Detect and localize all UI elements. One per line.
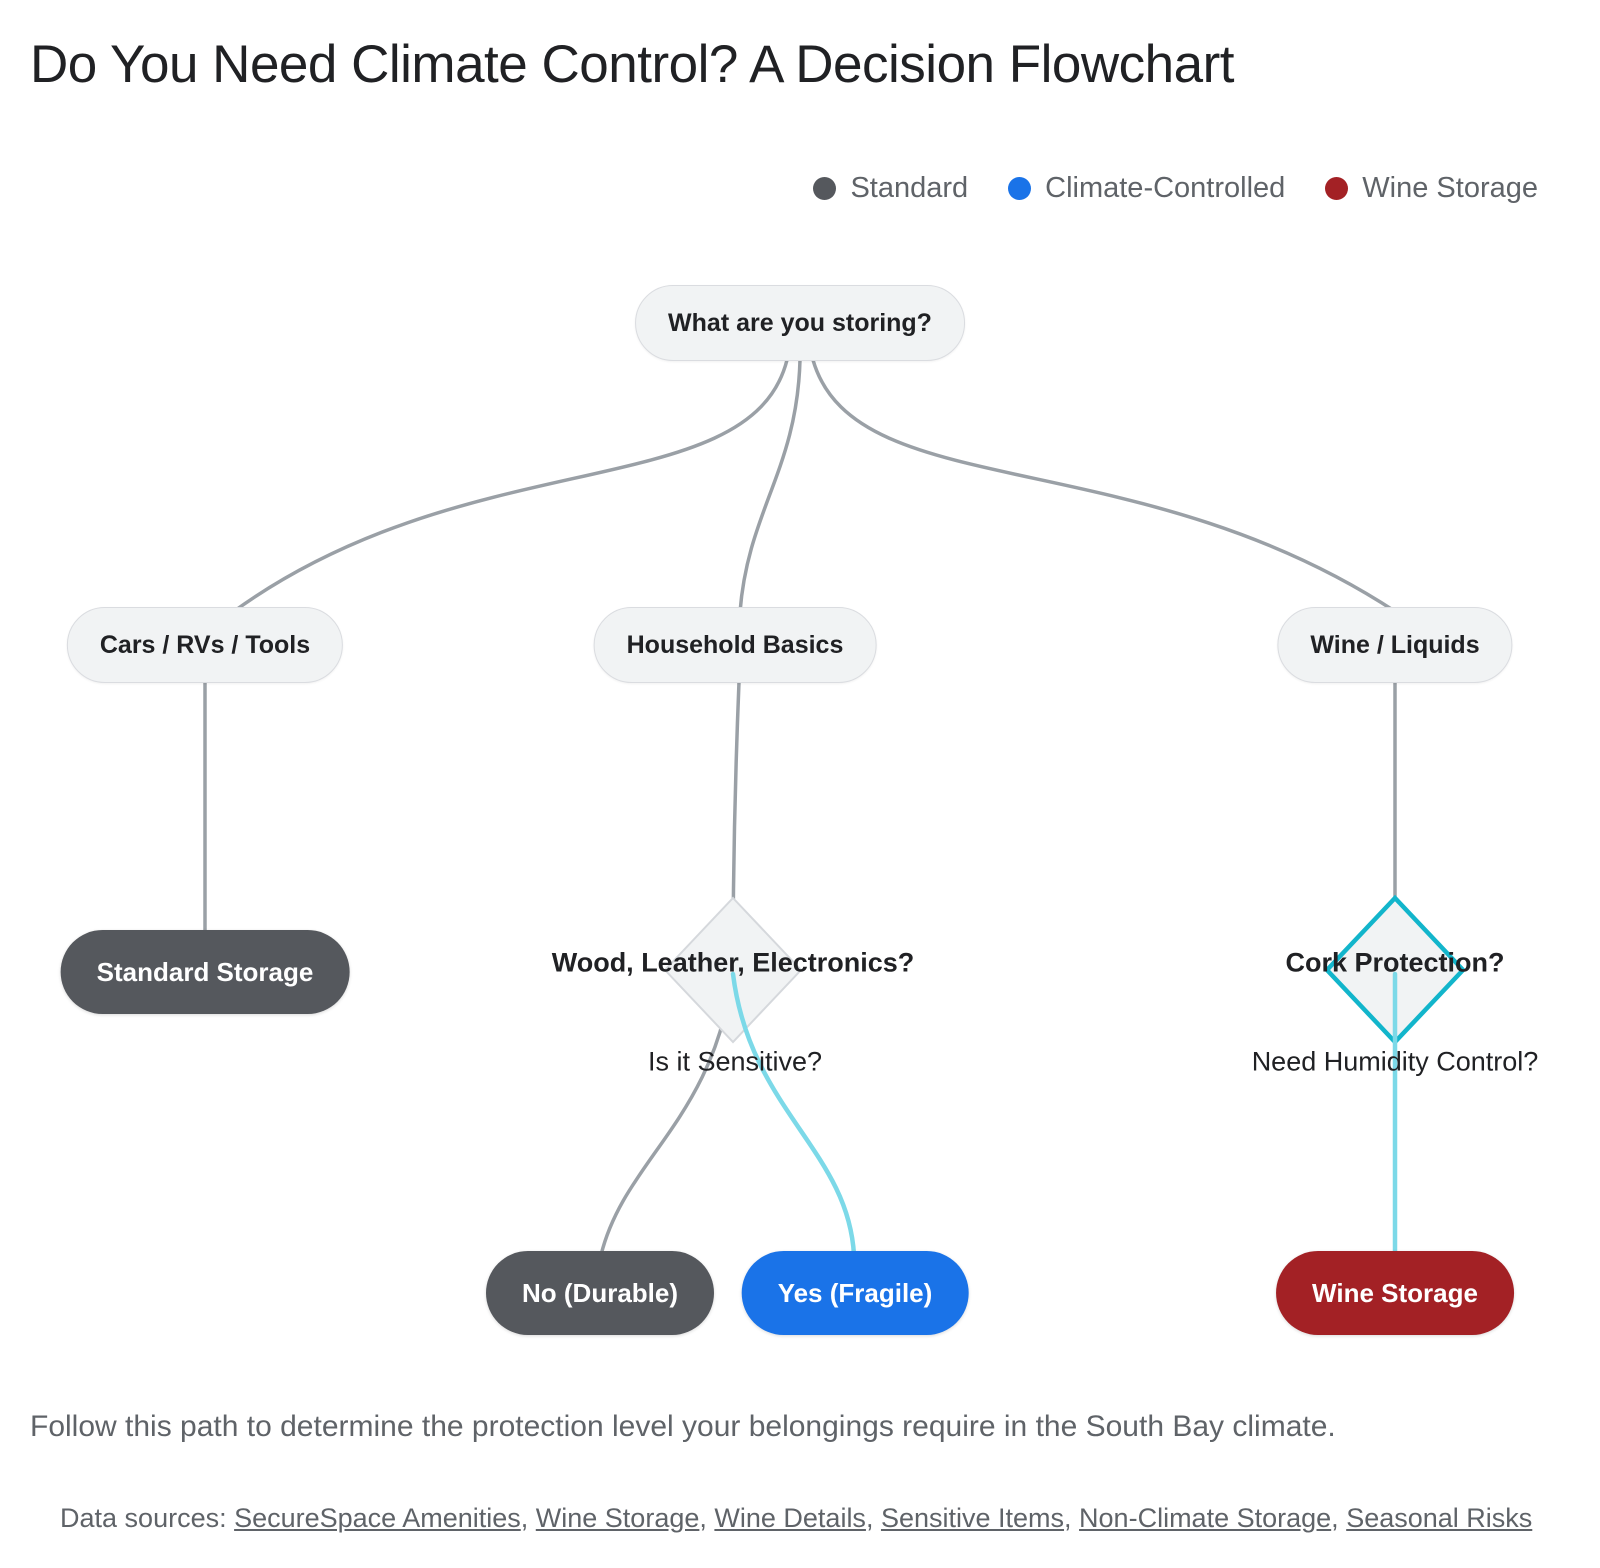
legend-label-wine-storage: Wine Storage (1362, 172, 1538, 204)
legend: Standard Climate-Controlled Wine Storage (813, 172, 1538, 205)
edge-root-to-wine (811, 358, 1398, 614)
source-link-securespace-amenities[interactable]: SecureSpace Amenities (234, 1503, 521, 1533)
source-link-seasonal-risks[interactable]: Seasonal Risks (1346, 1503, 1533, 1533)
source-link-wine-storage[interactable]: Wine Storage (535, 1503, 700, 1533)
node-branch-cars-rvs-tools: Cars / RVs / Tools (66, 607, 344, 683)
decision-question-cork-protection: Cork Protection? (1285, 947, 1505, 978)
legend-label-climate-controlled: Climate-Controlled (1045, 172, 1286, 204)
source-separator: , (1331, 1503, 1347, 1533)
node-root-label: What are you storing? (668, 308, 932, 337)
decision-question-sensitive: Wood, Leather, Electronics? (551, 947, 915, 978)
source-link-sensitive-items[interactable]: Sensitive Items (880, 1503, 1065, 1533)
legend-item-standard: Standard (813, 172, 968, 205)
legend-label-standard: Standard (850, 172, 969, 204)
footer-caption: Follow this path to determine the protec… (30, 1410, 1336, 1443)
source-separator: , (865, 1503, 881, 1533)
legend-item-wine-storage: Wine Storage (1325, 172, 1538, 205)
page-title: Do You Need Climate Control? A Decision … (30, 35, 1234, 94)
node-outcome-standard-storage: Standard Storage (60, 930, 350, 1014)
node-outcome-yes-fragile: Yes (Fragile) (741, 1251, 969, 1335)
legend-item-climate-controlled: Climate-Controlled (1008, 172, 1285, 205)
node-outcome-no-durable: No (Durable) (486, 1251, 714, 1335)
node-branch-household-label: Household Basics (626, 630, 844, 659)
node-outcome-wine-storage: Wine Storage (1276, 1251, 1514, 1335)
legend-dot-wine-storage (1325, 177, 1349, 200)
source-link-non-climate-storage[interactable]: Non-Climate Storage (1079, 1503, 1332, 1533)
node-branch-household-basics: Household Basics (593, 607, 877, 683)
source-separator: , (699, 1503, 715, 1533)
node-root-what-are-you-storing: What are you storing? (635, 285, 965, 361)
node-branch-wine-liquids: Wine / Liquids (1277, 607, 1513, 683)
source-link-wine-details[interactable]: Wine Details (714, 1503, 866, 1533)
legend-dot-climate-controlled (1008, 177, 1032, 200)
node-outcome-standard-label: Standard Storage (96, 956, 314, 987)
edge-root-to-household (738, 358, 802, 614)
node-outcome-wine-storage-label: Wine Storage (1312, 1277, 1478, 1308)
node-outcome-no-durable-label: No (Durable) (522, 1277, 678, 1308)
source-separator: , (1064, 1503, 1080, 1533)
node-outcome-yes-fragile-label: Yes (Fragile) (777, 1277, 933, 1308)
edge-root-to-cars (231, 358, 789, 614)
decision-caption-is-it-sensitive: Is it Sensitive? (647, 1046, 823, 1077)
node-branch-cars-label: Cars / RVs / Tools (99, 630, 311, 659)
source-separator: , (520, 1503, 536, 1533)
node-branch-wine-label: Wine / Liquids (1310, 630, 1480, 659)
edge-sensitive-to-yes-fragile (730, 971, 857, 1258)
data-sources-line: Data sources: SecureSpace Amenities, Win… (30, 1472, 1532, 1565)
data-sources-prefix: Data sources: (60, 1503, 235, 1533)
decision-diamond-sensitive (663, 896, 803, 1044)
decision-caption-need-humidity-control: Need Humidity Control? (1251, 1046, 1539, 1077)
legend-dot-standard (813, 177, 837, 200)
